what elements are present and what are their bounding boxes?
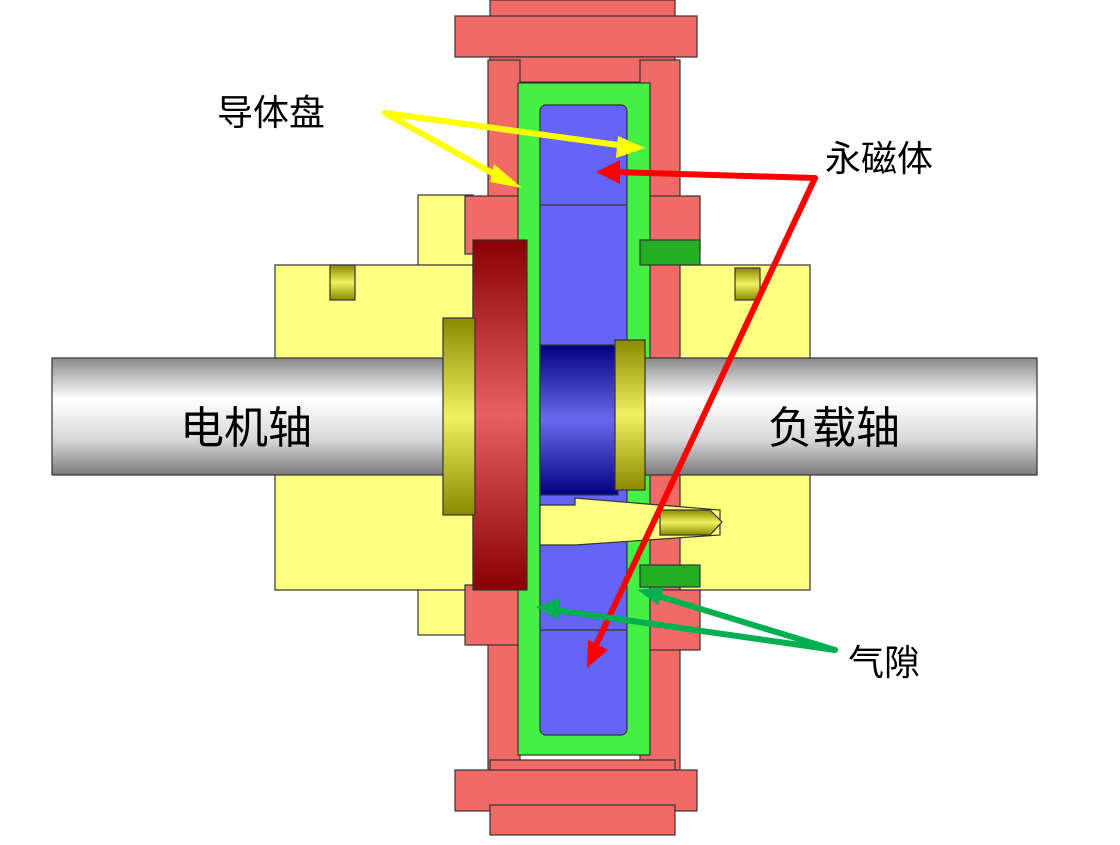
label-conductor-disk: 导体盘 bbox=[217, 93, 326, 134]
magnet-arrows bbox=[593, 169, 818, 648]
conductor-disk-back bbox=[472, 239, 528, 591]
label-air-gap: 气隙 bbox=[848, 643, 921, 684]
label-motor-shaft: 电机轴 bbox=[180, 403, 312, 454]
conductor-arrows bbox=[382, 110, 628, 183]
motor-shaft bbox=[51, 357, 451, 476]
air-gap-arrows bbox=[552, 592, 838, 653]
label-permanent-magnet: 永磁体 bbox=[825, 139, 934, 180]
arrowheads bbox=[490, 136, 664, 668]
label-load-shaft: 负载轴 bbox=[768, 403, 900, 454]
